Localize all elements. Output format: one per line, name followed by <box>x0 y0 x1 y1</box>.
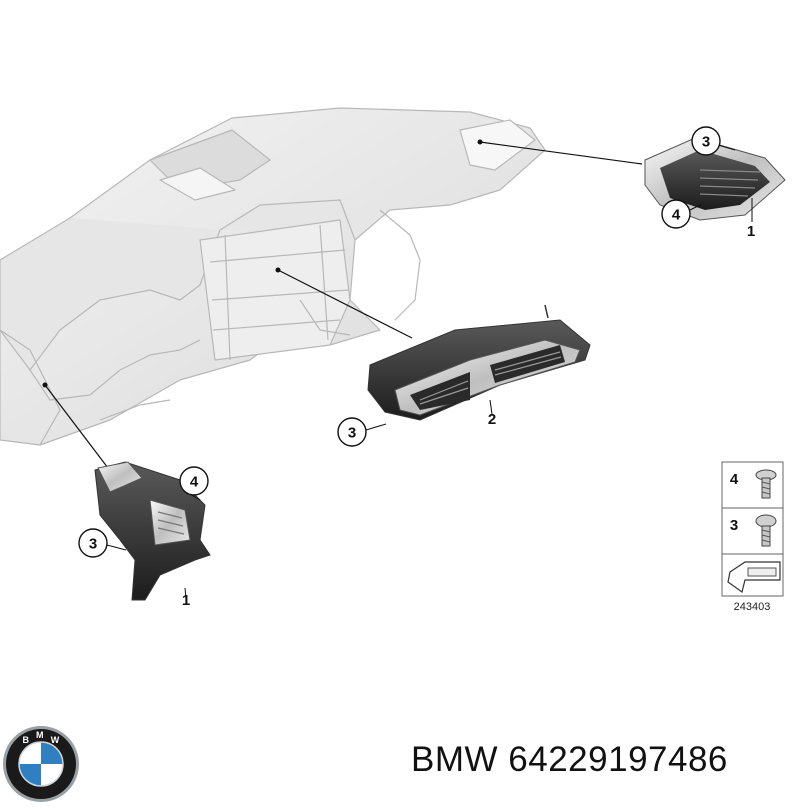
bmw-roundel-icon: B M W <box>2 725 80 803</box>
legend-label-4: 4 <box>730 471 739 488</box>
callout-label: 3 <box>348 425 356 442</box>
side-air-vent-left <box>94 461 211 601</box>
callout-label: 4 <box>190 474 199 491</box>
center-air-vent <box>367 304 591 421</box>
part-number-label: 1 <box>182 592 190 609</box>
arrow-tool-icon <box>727 561 781 594</box>
hardware-legend: 4 3 243403 <box>721 461 784 613</box>
callout-bottom-left-3: 3 <box>78 528 127 558</box>
leader-dots <box>42 139 483 388</box>
brand-name: BMW <box>411 740 499 779</box>
legend-label-3: 3 <box>730 517 738 534</box>
callout-bottom-left-4: 4 <box>179 466 209 501</box>
callout-label: 4 <box>672 207 681 224</box>
callout-top-right-4: 4 <box>661 199 703 229</box>
part-number-label: 1 <box>747 223 755 240</box>
part-number: 64229197486 <box>508 740 728 779</box>
callout-center-3: 3 <box>337 417 387 447</box>
part-reference: BMW 64229197486 <box>411 740 728 780</box>
callout-top-right-3: 3 <box>691 126 736 156</box>
dashboard-illustration <box>0 107 546 446</box>
callout-label: 3 <box>89 536 97 553</box>
hex-screw-icon <box>755 514 777 547</box>
callout-label: 3 <box>702 134 710 151</box>
diagram-id: 243403 <box>734 601 771 613</box>
part-number-label: 2 <box>488 411 496 428</box>
torx-screw-icon <box>755 469 777 499</box>
side-air-vent-right <box>644 137 786 222</box>
svg-text:B M W: B M W <box>22 730 59 745</box>
leader-lines <box>44 141 643 469</box>
